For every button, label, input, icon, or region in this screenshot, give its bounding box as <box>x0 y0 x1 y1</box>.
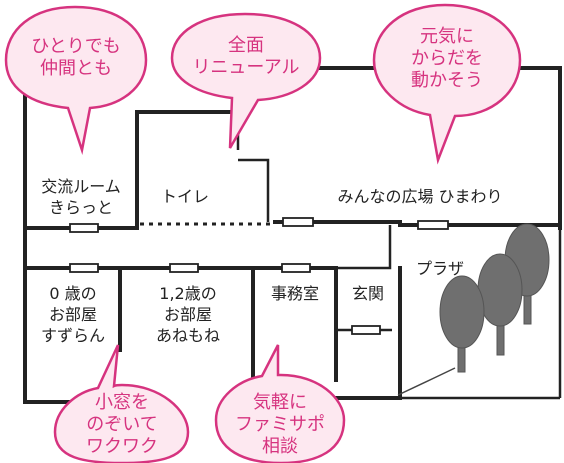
room-exchange-line1: 交流ルーム <box>41 177 121 196</box>
windows <box>69 217 449 335</box>
bubble-energy-line2: からだを <box>411 48 483 69</box>
room-12-line1: 1,2歳の <box>159 284 217 303</box>
bubble-window <box>53 344 190 463</box>
bubble-consult-line1: 気軽に <box>253 392 307 413</box>
room-toilet-label: トイレ <box>160 187 209 206</box>
bubble-window-line3: ワクワク <box>86 436 158 457</box>
bubble-friends-text: ひとりでも 仲間とも <box>10 36 142 80</box>
room-hall-label: みんなの広場 ひまわり <box>337 187 503 206</box>
tree-icons <box>439 223 550 373</box>
room-12-line3: あねもね <box>155 326 220 345</box>
bubble-energy <box>372 3 522 165</box>
room-12-line2: お部屋 <box>163 305 212 324</box>
bubble-consult <box>214 344 346 463</box>
bubble-energy-line3: 動かそう <box>411 70 483 91</box>
bubble-renewal-line2: リニューアル <box>192 57 300 78</box>
room-plaza-label: プラザ <box>415 259 464 278</box>
bubble-renewal <box>170 12 322 149</box>
walls <box>23 66 562 404</box>
room-0-label: 0 歳の お部屋 すずらん <box>28 283 118 346</box>
bubble-window-line1: 小窓を <box>95 392 149 413</box>
bubble-friends-line1: ひとりでも <box>31 36 121 57</box>
room-0-line2: お部屋 <box>48 305 97 324</box>
speech-bubbles <box>4 3 522 463</box>
bubble-energy-text: 元気に からだを 動かそう <box>378 26 516 92</box>
room-office-label: 事務室 <box>270 284 319 303</box>
room-entrance-label: 玄関 <box>351 284 384 303</box>
tree-icon <box>439 275 485 373</box>
bubble-friends-line2: 仲間とも <box>40 58 112 79</box>
bubble-consult-line2: ファミサポ <box>235 414 325 435</box>
bubble-consult-text: 気軽に ファミサポ 相談 <box>220 392 340 458</box>
bubble-window-text: 小窓を のぞいて ワクワク <box>60 392 184 458</box>
room-0-line3: すずらん <box>40 326 105 345</box>
bubble-energy-line1: 元気に <box>420 26 474 47</box>
bubble-window-line2: のぞいて <box>86 414 158 435</box>
bubble-friends <box>4 5 148 155</box>
room-0-line1: 0 歳の <box>49 284 97 303</box>
room-12-label: 1,2歳の お部屋 あねもね <box>126 283 250 346</box>
room-exchange-label: 交流ルーム きらっと <box>28 176 134 218</box>
room-exchange-line2: きらっと <box>48 198 113 217</box>
bubble-consult-line3: 相談 <box>262 436 298 457</box>
tree-icon <box>477 253 523 356</box>
bubble-renewal-line1: 全面 <box>228 35 264 56</box>
bubble-renewal-text: 全面 リニューアル <box>176 35 316 79</box>
